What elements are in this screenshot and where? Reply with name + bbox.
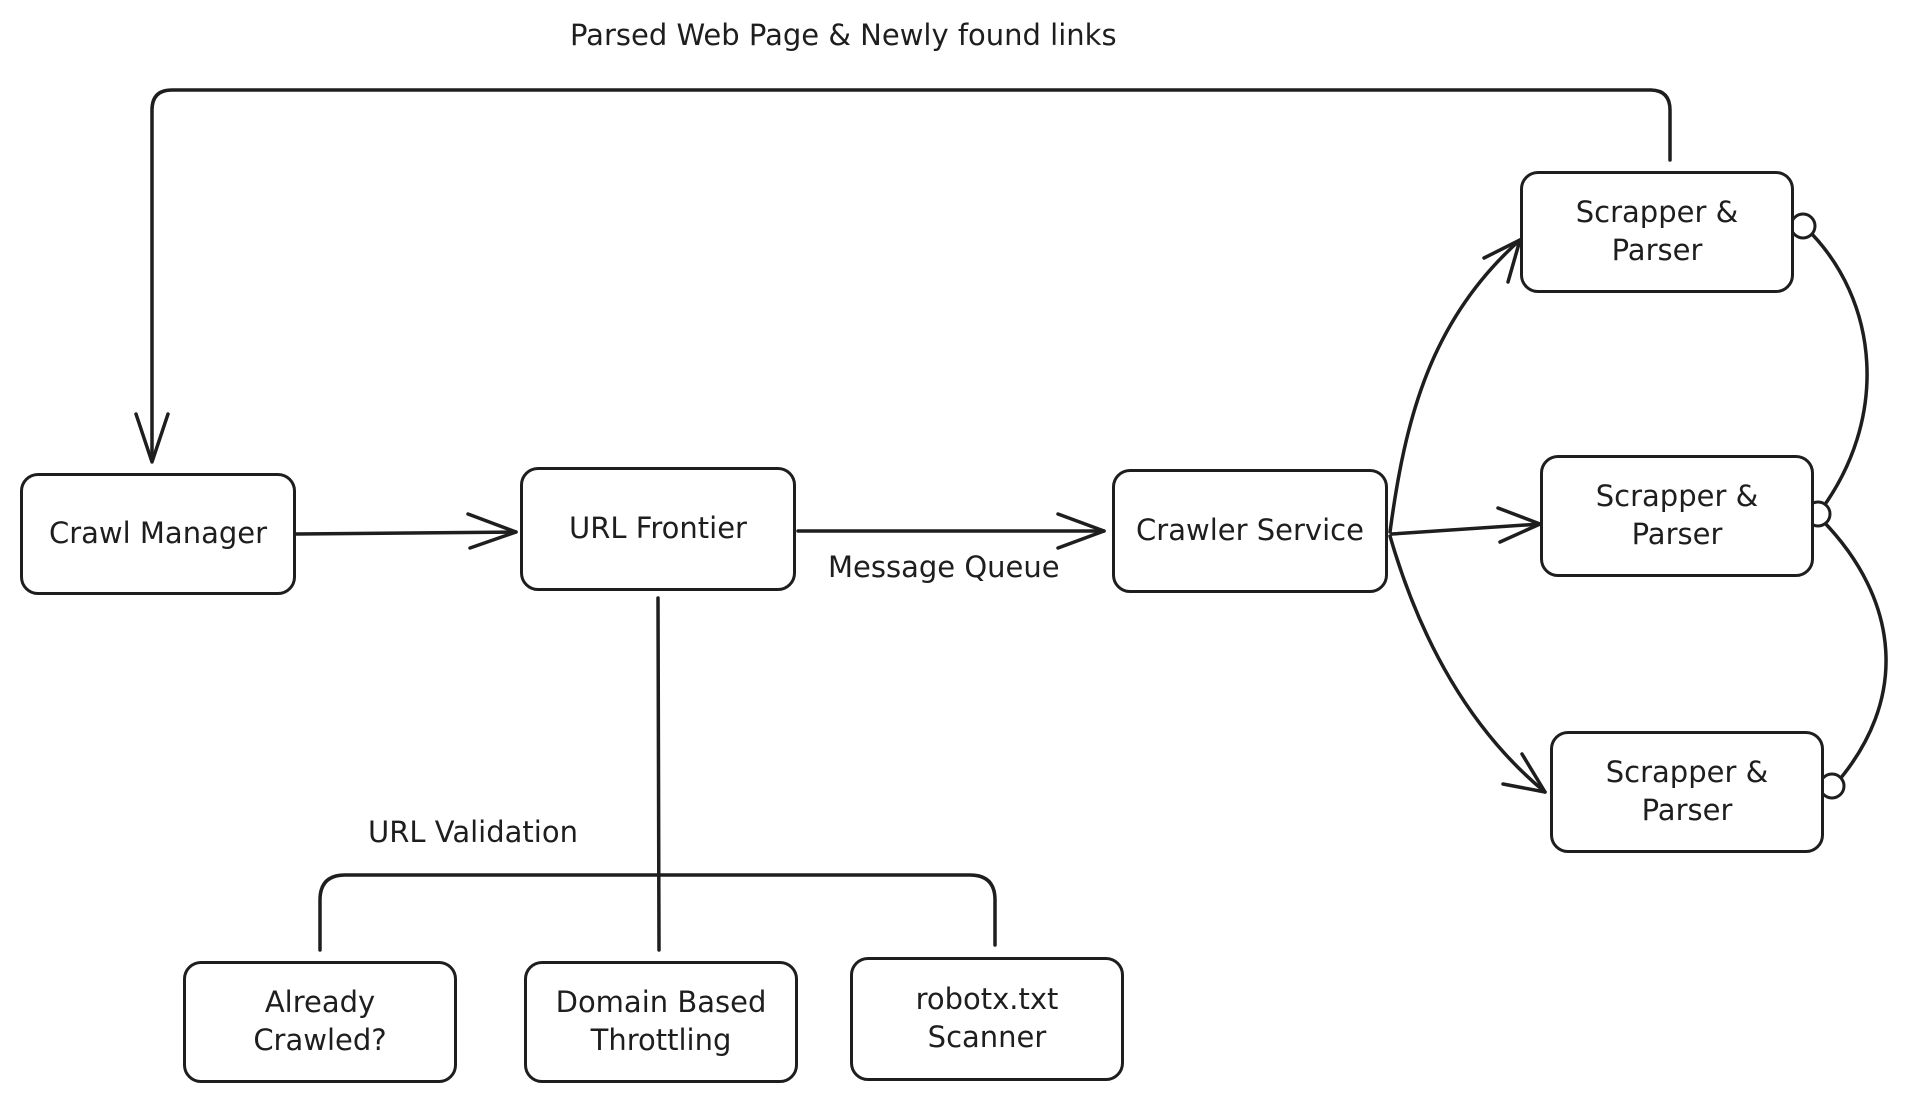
crawler-service-node: Crawler Service <box>1112 469 1388 593</box>
crawl-manager-node: Crawl Manager <box>20 473 296 595</box>
frontier-to-crawler-arrowhead <box>1056 512 1106 550</box>
crawler-to-scrapper-1-arrow <box>1388 238 1522 534</box>
manager-to-frontier-arrow <box>294 530 518 536</box>
validation-bracket <box>318 873 997 952</box>
crawler-to-scrapper-2-arrow <box>1390 522 1542 536</box>
url-validation-edge-label: URL Validation <box>368 815 578 849</box>
message-queue-edge-label: Message Queue <box>828 550 1060 584</box>
scrapper-parser-node-3: Scrapper & Parser <box>1550 731 1824 853</box>
feedback-arrowhead <box>134 412 170 464</box>
scrapper-parser-node-2: Scrapper & Parser <box>1540 455 1814 577</box>
url-frontier-node: URL Frontier <box>520 467 796 591</box>
scrapper-2-to-3-link <box>1820 518 1888 788</box>
feedback-edge-label: Parsed Web Page & Newly found links <box>570 18 1117 52</box>
scrapper-1-connector-dot <box>1789 212 1817 240</box>
scrapper-1-to-2-link <box>1804 226 1869 516</box>
crawler-to-scrapper-3-arrow <box>1388 534 1547 794</box>
already-crawled-node: Already Crawled? <box>183 961 457 1083</box>
scrapper-parser-node-1: Scrapper & Parser <box>1520 171 1794 293</box>
manager-to-frontier-arrowhead <box>466 512 518 550</box>
frontier-to-validation-line <box>656 596 661 952</box>
crawler-to-scrapper-3-arrowhead <box>1501 752 1547 794</box>
feedback-arrow <box>150 88 1672 462</box>
domain-throttling-node: Domain Based Throttling <box>524 961 798 1083</box>
robots-scanner-node: robotx.txt Scanner <box>850 957 1124 1081</box>
